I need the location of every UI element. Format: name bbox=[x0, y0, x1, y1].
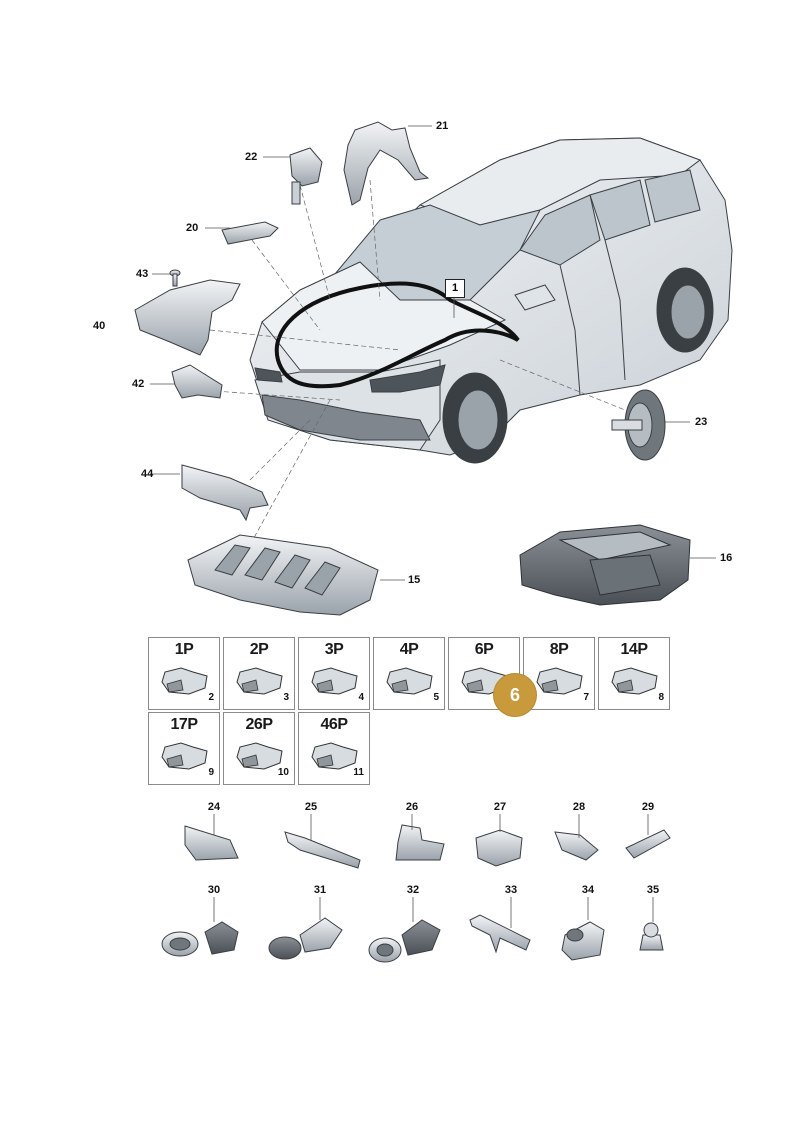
part-40-bracket bbox=[134, 279, 241, 356]
connector-pin-count: 8P bbox=[549, 641, 569, 658]
part-30-holder bbox=[161, 921, 239, 957]
connector-housing-icon bbox=[161, 742, 208, 770]
connector-cell[interactable]: 1P 2 bbox=[148, 637, 220, 710]
callout-15: 15 bbox=[408, 574, 421, 586]
connector-part-number: 9 bbox=[208, 767, 214, 778]
callout-34: 34 bbox=[581, 884, 595, 896]
part-23-grommet bbox=[611, 389, 666, 461]
connector-pin-count: 26P bbox=[245, 716, 273, 733]
connector-cell[interactable]: 26P 10 bbox=[223, 712, 295, 785]
part-43-screw bbox=[169, 269, 181, 287]
connector-pin-count: 17P bbox=[170, 716, 198, 733]
part-42-bracket bbox=[171, 364, 223, 399]
connector-housing-icon bbox=[311, 742, 358, 770]
connector-pin-count: 1P bbox=[174, 641, 194, 658]
callout-24: 24 bbox=[207, 801, 221, 813]
part-31-holder bbox=[268, 917, 343, 960]
connector-cell[interactable]: 2P 3 bbox=[223, 637, 295, 710]
callout-30: 30 bbox=[207, 884, 221, 896]
connector-part-number: 11 bbox=[353, 767, 364, 778]
connector-part-number: 10 bbox=[277, 767, 289, 778]
hood-seal-part bbox=[274, 281, 520, 389]
connector-part-number: 8 bbox=[658, 692, 664, 703]
part-29-clip bbox=[625, 829, 671, 859]
connector-pin-count: 2P bbox=[249, 641, 269, 658]
connector-cell[interactable]: 4P 5 bbox=[373, 637, 445, 710]
part-21-bracket bbox=[343, 121, 430, 206]
connector-housing-icon bbox=[236, 742, 283, 770]
callout-43: 43 bbox=[136, 268, 149, 280]
connector-cell[interactable]: 14P 8 bbox=[598, 637, 670, 710]
part-15-holder bbox=[187, 534, 379, 616]
connector-housing-icon bbox=[611, 667, 658, 695]
callout-26: 26 bbox=[405, 801, 419, 813]
connector-part-number: 2 bbox=[208, 692, 214, 703]
callout-1: 1 bbox=[445, 279, 465, 298]
part-26-clip bbox=[395, 824, 445, 861]
connector-pin-count: 3P bbox=[324, 641, 344, 658]
connector-pin-count: 14P bbox=[620, 641, 648, 658]
callout-42: 42 bbox=[132, 378, 145, 390]
part-28-clip bbox=[554, 831, 599, 861]
connector-part-number: 7 bbox=[583, 692, 589, 703]
callout-23: 23 bbox=[695, 416, 708, 428]
part-27-clip bbox=[475, 829, 523, 867]
part-24-tie bbox=[184, 825, 239, 861]
part-34-cap bbox=[561, 921, 605, 961]
connector-cell[interactable]: 46P 11 bbox=[298, 712, 370, 785]
callout-25: 25 bbox=[304, 801, 318, 813]
callout-31: 31 bbox=[313, 884, 327, 896]
callout-32: 32 bbox=[406, 884, 420, 896]
connector-part-number: 3 bbox=[283, 692, 289, 703]
part-35-nut bbox=[639, 922, 664, 951]
callout-22: 22 bbox=[245, 151, 258, 163]
dash-lines bbox=[199, 179, 626, 546]
part-44-strip bbox=[181, 464, 269, 522]
connector-housing-icon bbox=[236, 667, 283, 695]
connector-housing-icon bbox=[536, 667, 583, 695]
callout-21: 21 bbox=[436, 120, 449, 132]
connector-cell[interactable]: 17P 9 bbox=[148, 712, 220, 785]
part-32-holder bbox=[368, 919, 441, 963]
callout-33: 33 bbox=[504, 884, 518, 896]
selection-badge[interactable]: 6 bbox=[494, 674, 536, 716]
part-25-tie bbox=[284, 831, 361, 869]
callout-40: 40 bbox=[93, 320, 106, 332]
connector-housing-icon bbox=[161, 667, 208, 695]
connector-cell[interactable]: 3P 4 bbox=[298, 637, 370, 710]
part-33-strap bbox=[469, 914, 531, 954]
part-20-clip bbox=[221, 221, 279, 245]
callout-44: 44 bbox=[141, 468, 154, 480]
callout-28: 28 bbox=[572, 801, 586, 813]
part-16-fusebox bbox=[519, 524, 691, 606]
connector-housing-icon bbox=[386, 667, 433, 695]
callout-29: 29 bbox=[641, 801, 655, 813]
connector-pin-count: 6P bbox=[474, 641, 494, 658]
small-part-leaders bbox=[213, 814, 654, 928]
part-22-sensor bbox=[289, 147, 323, 205]
connector-pin-count: 4P bbox=[399, 641, 419, 658]
connector-part-number: 5 bbox=[433, 692, 439, 703]
connector-part-number: 4 bbox=[358, 692, 364, 703]
callout-16: 16 bbox=[720, 552, 733, 564]
callout-35: 35 bbox=[646, 884, 660, 896]
connector-pin-count: 46P bbox=[320, 716, 348, 733]
callout-20: 20 bbox=[186, 222, 199, 234]
connector-housing-icon bbox=[311, 667, 358, 695]
callout-27: 27 bbox=[493, 801, 507, 813]
